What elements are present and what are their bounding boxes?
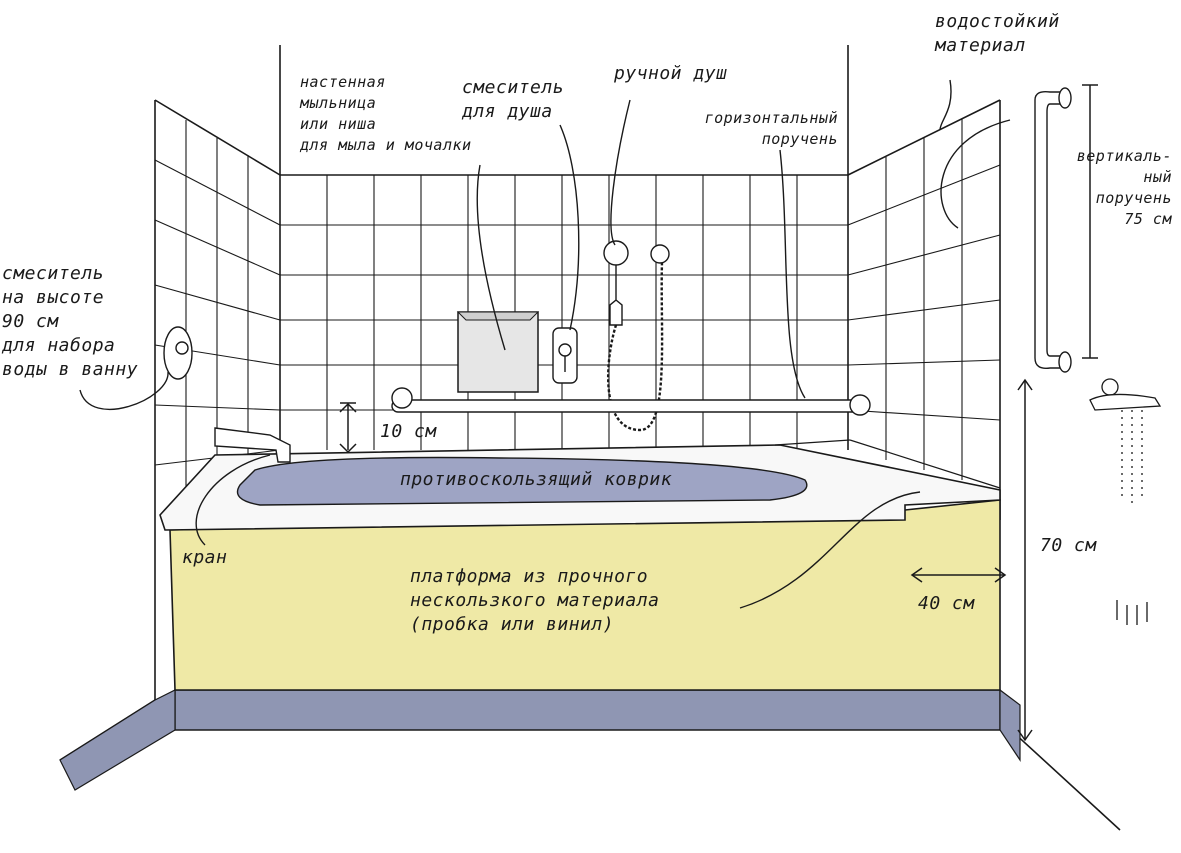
right-wall-tiles: [847, 119, 1001, 480]
label-tap: кран: [182, 547, 228, 568]
bath-faucet: [214, 427, 291, 463]
label-vertical-rail: вертикаль- ный поручень 75 см: [1076, 147, 1172, 228]
label-water-resistant: водостойкий материал: [935, 11, 1060, 56]
hand-shower: [603, 240, 670, 432]
floor: [59, 688, 1021, 791]
label-tub-mixer: смеситель на высоте 90 см для набора вод…: [2, 263, 139, 380]
label-shower-mixer: смеситель для душа: [462, 77, 565, 122]
label-height-10: 10 см: [380, 421, 437, 442]
label-hand-shower: ручной душ: [614, 63, 728, 84]
label-soap-dish: настенная мыльница или ниша для мыла и м…: [300, 73, 472, 154]
label-platform: платформа из прочного нескользкого матер…: [410, 566, 660, 635]
pointer-lines: [79, 79, 1011, 609]
dimension-markers: [339, 84, 1098, 742]
label-width-40: 40 см: [918, 593, 975, 614]
label-height-70: 70 см: [1040, 535, 1097, 556]
label-horizontal-rail: горизонтальный поручень: [704, 109, 838, 148]
shower-mixer: [552, 327, 578, 384]
anti-slip-mat: [236, 456, 808, 506]
tub-mixer: [163, 326, 193, 380]
shower-head-detail: [1089, 378, 1162, 625]
label-anti-slip-mat: противоскользящий коврик: [400, 469, 673, 490]
horizontal-grab-rail: [391, 387, 871, 416]
vertical-grab-rail: [1034, 87, 1072, 373]
